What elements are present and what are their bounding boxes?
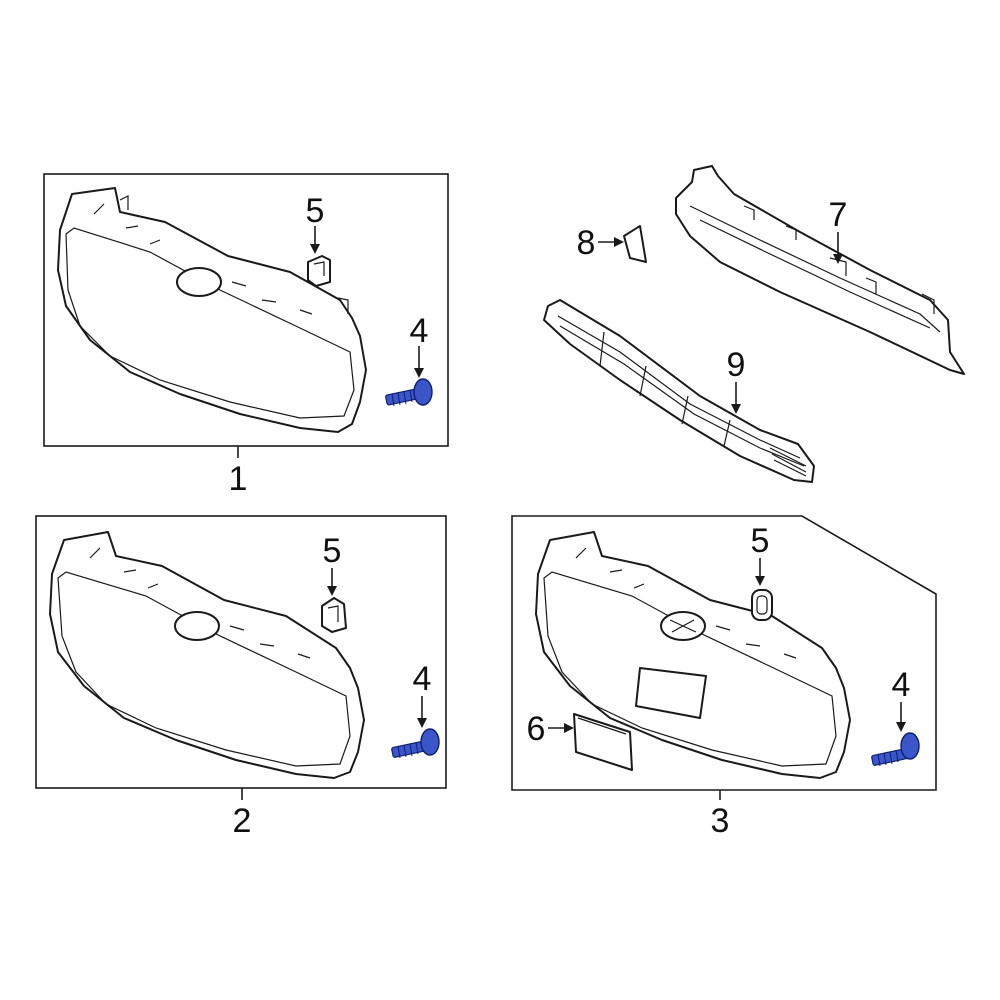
panel-2: 5 4 2 <box>35 515 447 840</box>
panel-2-frame <box>35 515 447 789</box>
panel-1-frame <box>43 173 449 447</box>
callout-6: 6 <box>527 710 546 748</box>
callout-5c: 5 <box>751 522 770 560</box>
callout-1: 1 <box>229 460 248 498</box>
grille-1 <box>57 187 367 433</box>
clip-5c <box>751 589 773 621</box>
panel-3: 5 6 4 3 <box>511 515 937 840</box>
clip-5a <box>307 255 331 287</box>
emblem-6 <box>573 713 633 771</box>
clip-5b <box>321 597 347 633</box>
callout-2: 2 <box>233 802 252 840</box>
callout-3: 3 <box>711 802 730 840</box>
callout-4a: 4 <box>410 312 429 350</box>
callout-8: 8 <box>577 224 596 262</box>
callout-9: 9 <box>727 346 746 384</box>
callout-4c: 4 <box>892 666 911 704</box>
panel-1: 5 4 1 <box>43 173 449 498</box>
lower-grille-9 <box>543 299 815 483</box>
callout-5b: 5 <box>323 532 342 570</box>
trim-8 <box>623 225 647 263</box>
bolt-4a <box>385 378 433 407</box>
grille-2 <box>49 531 365 779</box>
grille-3 <box>535 531 851 779</box>
bolt-4b <box>391 728 440 759</box>
bolt-4c <box>871 732 920 767</box>
callout-4b: 4 <box>413 660 432 698</box>
callout-7: 7 <box>829 196 848 234</box>
upper-molding-7 <box>675 165 965 375</box>
callout-5a: 5 <box>306 192 325 230</box>
panel-3-frame <box>511 515 937 791</box>
